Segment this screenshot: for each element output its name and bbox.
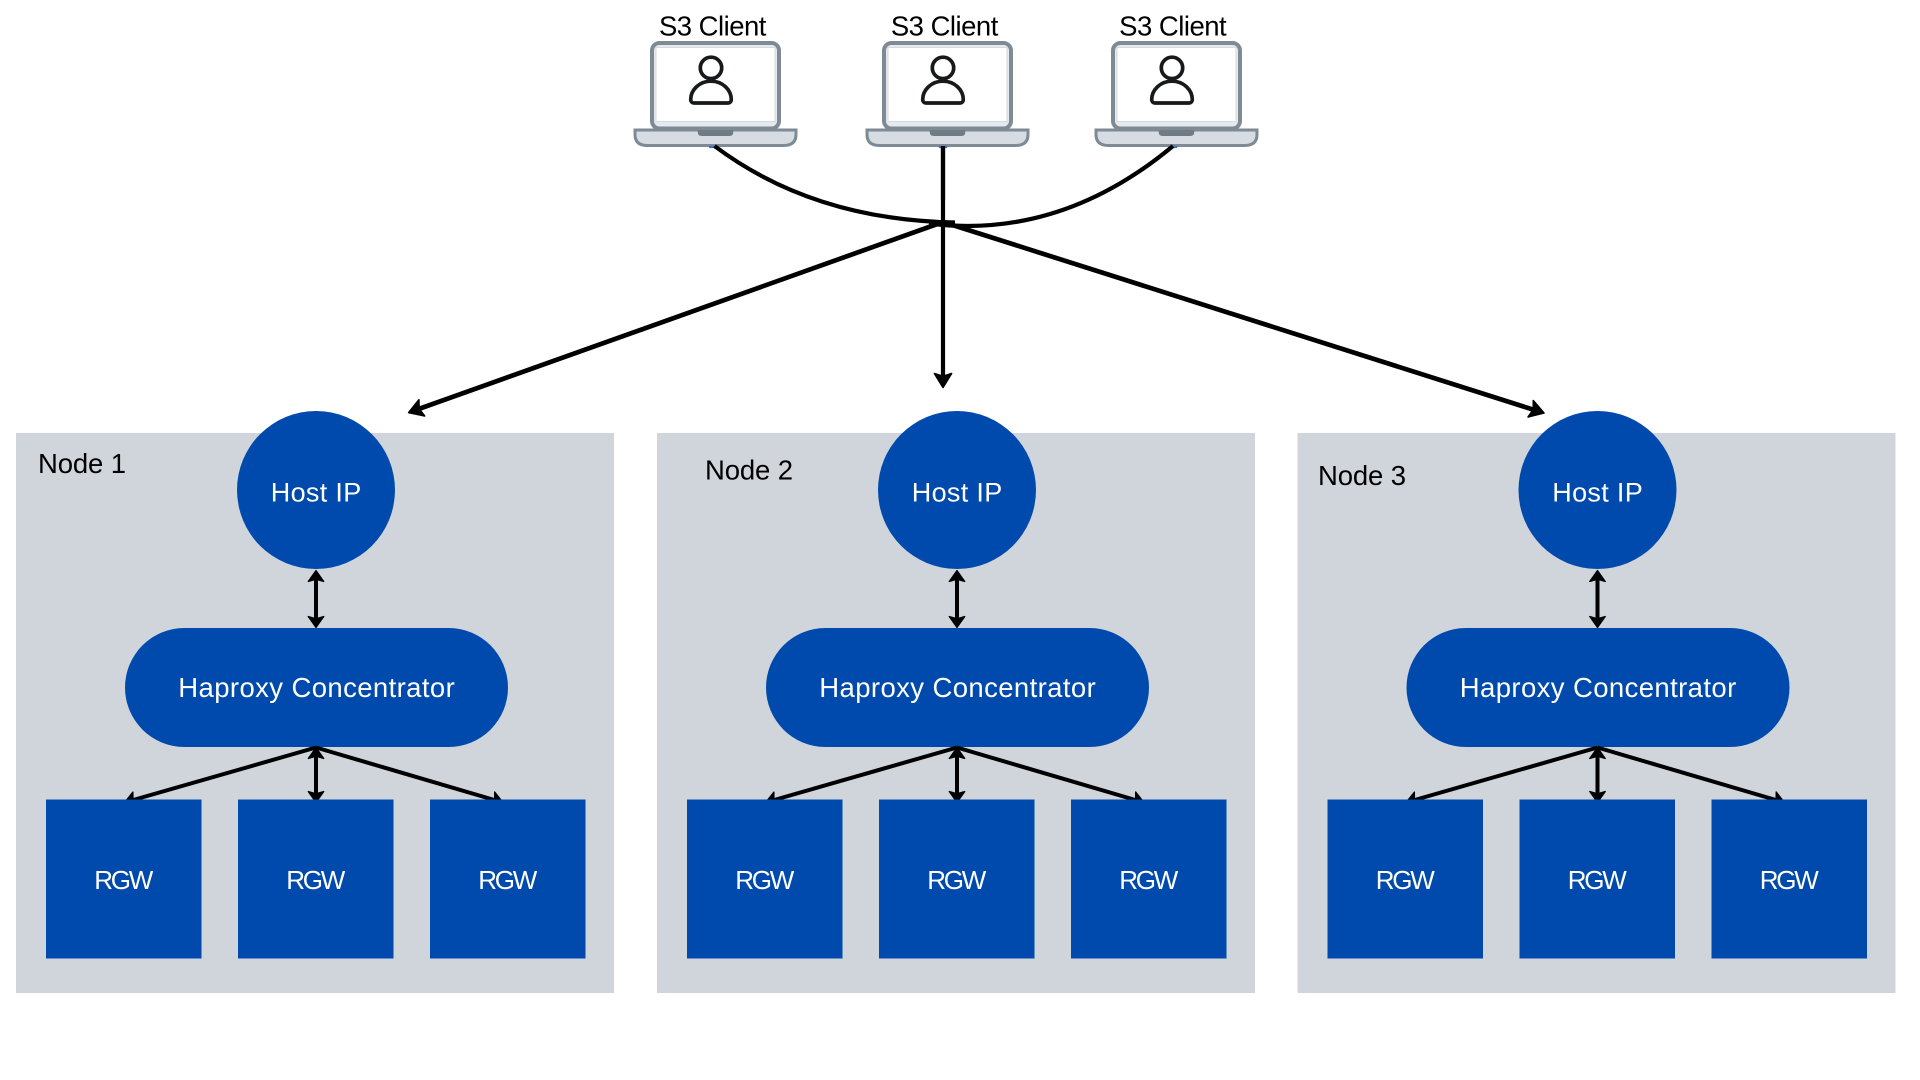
svg-text:Node 1: Node 1 (38, 448, 126, 479)
svg-text:Node 3: Node 3 (1318, 460, 1406, 491)
svg-text:Node 2: Node 2 (705, 455, 793, 486)
svg-text:S3 Client: S3 Client (659, 11, 767, 42)
svg-text:S3 Client: S3 Client (1119, 11, 1227, 42)
svg-text:S3 Client: S3 Client (891, 11, 999, 42)
